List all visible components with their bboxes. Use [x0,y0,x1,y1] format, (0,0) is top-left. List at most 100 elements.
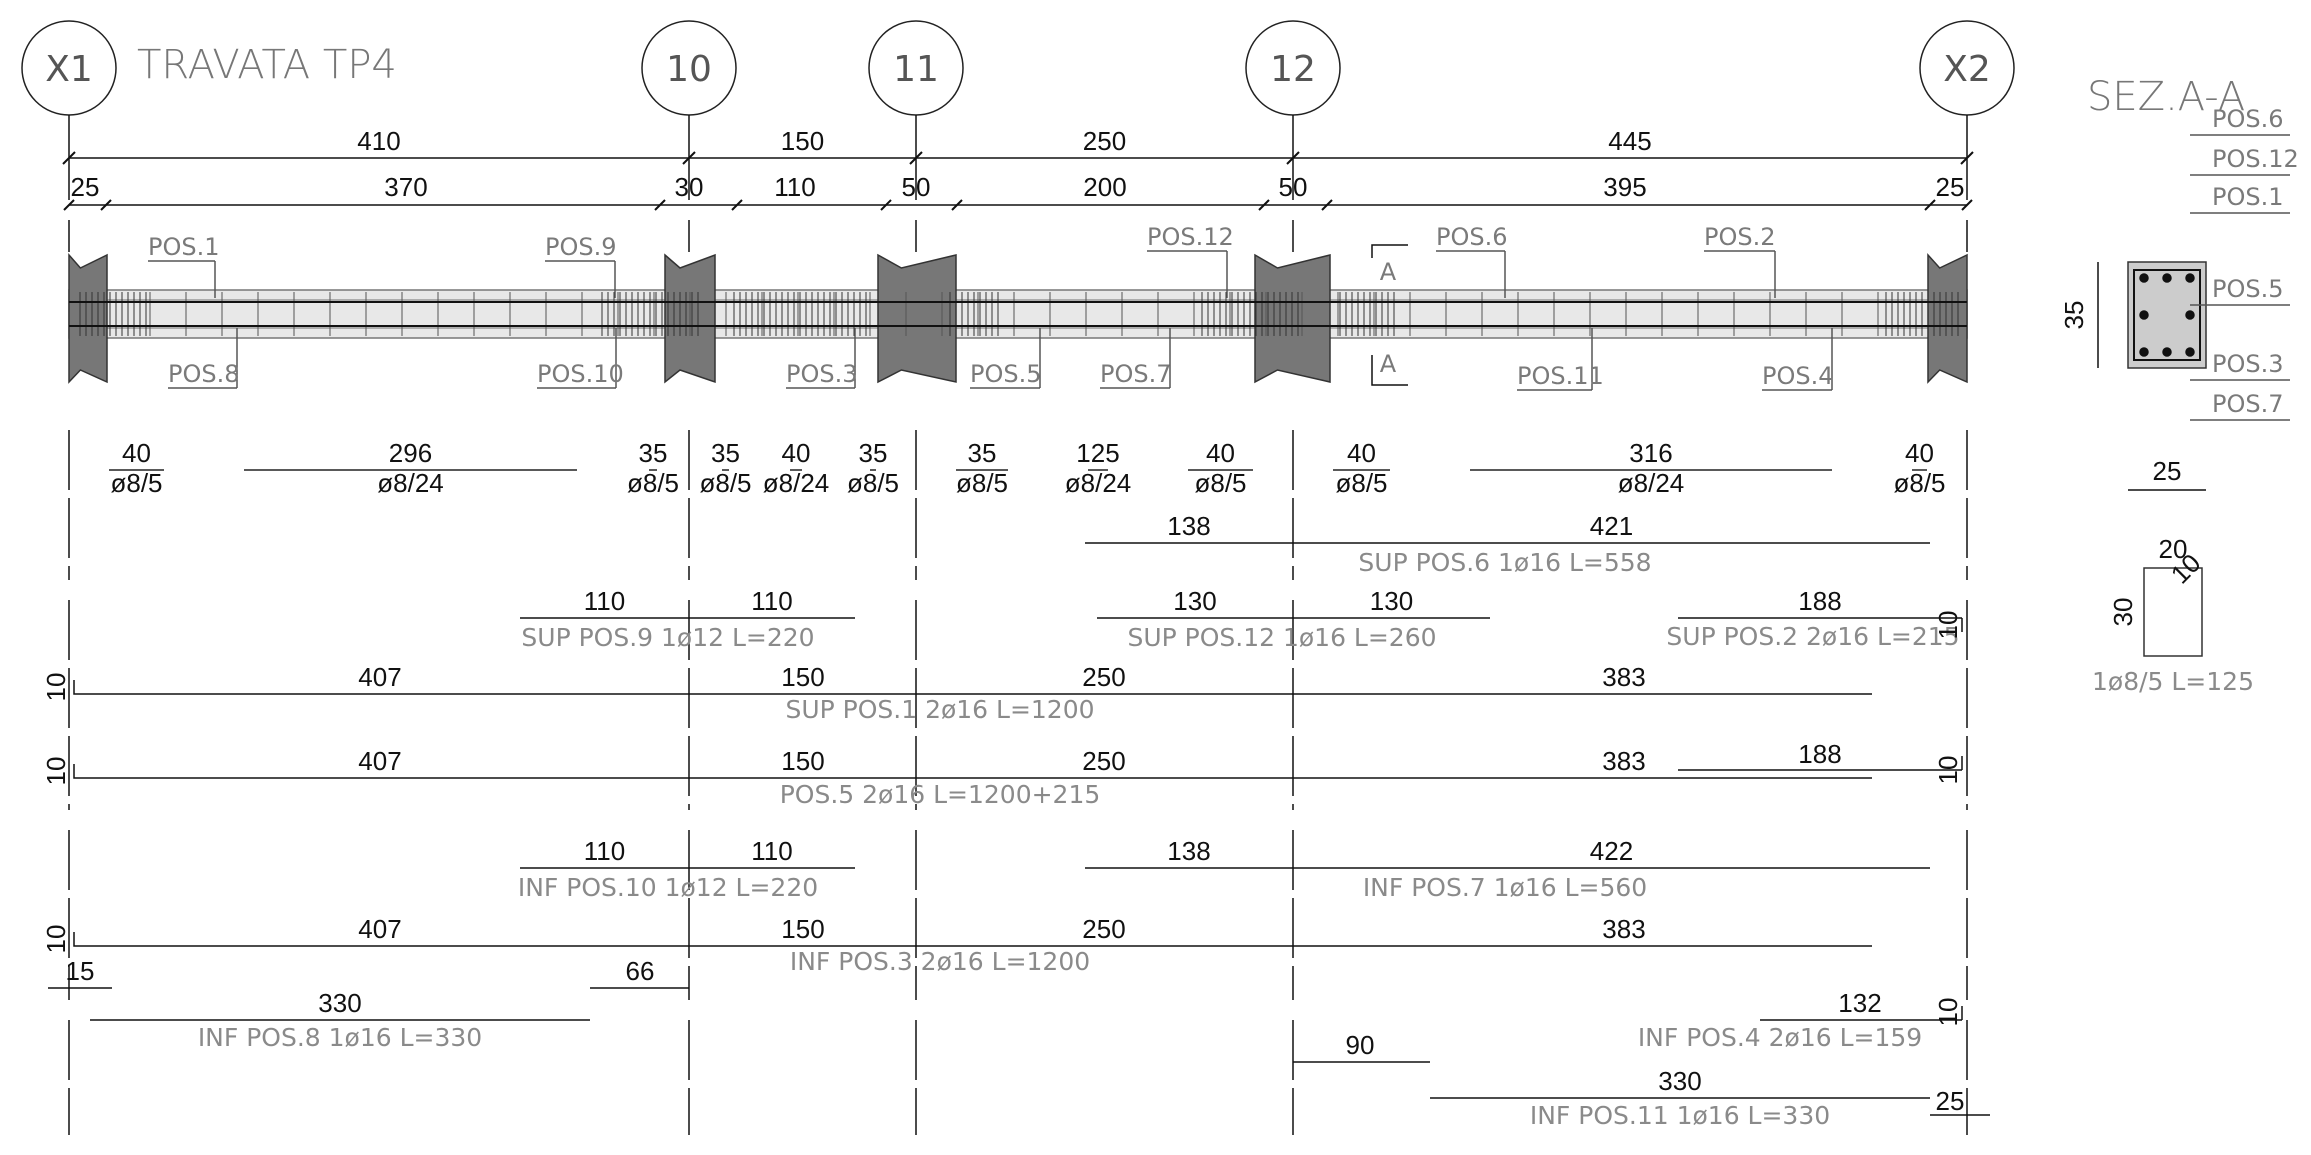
dim-second: 25 [1936,172,1965,202]
bar-dim: 25 [1936,1086,1965,1116]
bar-label: INF POS.8 1ø16 L=330 [198,1023,482,1052]
stirrup-label: 1ø8/5 L=125 [2092,667,2254,696]
bar-dim: 15 [66,956,95,986]
line [731,199,743,211]
bar-dim: 250 [1082,746,1125,776]
line [63,199,75,211]
beam-label: POS.7 [1100,360,1172,388]
bar-dim: 110 [751,836,792,866]
bar-dim: 66 [626,956,655,986]
stirrup-length: 40 [1347,438,1376,468]
bar-dim: 188 [1798,739,1841,769]
dim-second: 50 [1279,172,1308,202]
stirrup-shape [2143,567,2203,657]
bar-dim: 150 [781,662,824,692]
line [880,199,892,211]
dim-top: 150 [781,126,824,156]
line [1924,199,1936,211]
section-mark: A [1380,258,1397,286]
bar-dim: 138 [1167,836,1210,866]
bar-label: SUP POS.1 2ø16 L=1200 [785,695,1094,724]
rebar-dot [2139,347,2149,357]
dim-second: 30 [675,172,704,202]
bar-dim: 10 [1933,611,1963,640]
line [1960,151,1974,165]
stirrup-length: 35 [968,438,997,468]
stirrup-h: 30 [2108,598,2138,627]
beam-body [68,289,1968,339]
stirrup-spec: ø8/24 [377,468,444,498]
column-x1 [68,253,108,384]
section-label: POS.3 [2212,350,2284,378]
bar-dim: 330 [1658,1066,1701,1096]
bar-dim: 250 [1082,914,1125,944]
line [654,199,666,211]
rebar-dot [2139,310,2149,320]
bar-label: SUP POS.9 1ø12 L=220 [521,623,814,652]
drawing-title: TRAVATA TP4 [137,42,397,88]
axis-label: 12 [1270,49,1316,90]
dim-second: 370 [384,172,427,202]
bar-hook: 10 [41,757,71,786]
bar-dim: 150 [781,746,824,776]
bar-dim: 407 [358,746,401,776]
dim-second: 395 [1603,172,1646,202]
section-label: POS.1 [2212,183,2284,211]
bar-label: POS.5 2ø16 L=1200+215 [780,780,1101,809]
column-11 [877,253,957,384]
section-label: POS.5 [2212,275,2284,303]
bar-line [1371,355,1408,386]
bar-label: INF POS.11 1ø16 L=330 [1530,1101,1830,1130]
beam-label: POS.3 [786,360,858,388]
dim-second: 200 [1083,172,1126,202]
stirrup-spec: ø8/5 [1893,468,1945,498]
axis-label: 11 [893,49,939,90]
bar-dim: 90 [1346,1030,1375,1060]
bar-dim: 383 [1602,662,1645,692]
column-x2 [1927,253,1968,384]
beam-label: POS.6 [1436,223,1508,251]
beam-label: POS.11 [1517,362,1604,390]
stirrup-spec: ø8/5 [1194,468,1246,498]
bar-dim: 110 [584,836,625,866]
beam-label: POS.1 [148,233,220,261]
beam-label: POS.2 [1704,223,1776,251]
section-label: POS.6 [2212,105,2284,133]
line [951,199,963,211]
dim-second: 50 [902,172,931,202]
beam-label: POS.12 [1147,223,1234,251]
bar-dim: 132 [1838,988,1881,1018]
bar-dim: 250 [1082,662,1125,692]
beam-label: POS.10 [537,360,624,388]
bar-dim: 110 [584,586,625,616]
bar-line [73,680,1872,695]
dim-top: 445 [1608,126,1651,156]
stirrup-spec: ø8/5 [956,468,1008,498]
stirrup-spec: ø8/5 [1335,468,1387,498]
line [1258,199,1270,211]
bar-label: INF POS.4 2ø16 L=159 [1638,1023,1922,1052]
stirrup-spec: ø8/24 [1065,468,1132,498]
stirrup-length: 316 [1629,438,1672,468]
line [909,151,923,165]
stirrup-spec: ø8/5 [110,468,162,498]
axis-label: X1 [45,49,93,90]
stirrup-length: 40 [122,438,151,468]
bar-dim: 407 [358,914,401,944]
rebar-dot [2139,273,2149,283]
bar-dim: 407 [358,662,401,692]
bar-label: INF POS.10 1ø12 L=220 [518,873,818,902]
stirrup-length: 40 [1905,438,1934,468]
bar-dim: 188 [1798,586,1841,616]
bar-label: INF POS.3 2ø16 L=1200 [790,947,1090,976]
bar-dim: 130 [1173,586,1216,616]
section-label: POS.12 [2212,145,2299,173]
line [62,151,76,165]
bar-line [1371,244,1408,258]
stirrup-length: 40 [782,438,811,468]
bar-dim: 383 [1602,746,1645,776]
bar-hook: 10 [41,673,71,702]
axis-label: 10 [666,49,712,90]
